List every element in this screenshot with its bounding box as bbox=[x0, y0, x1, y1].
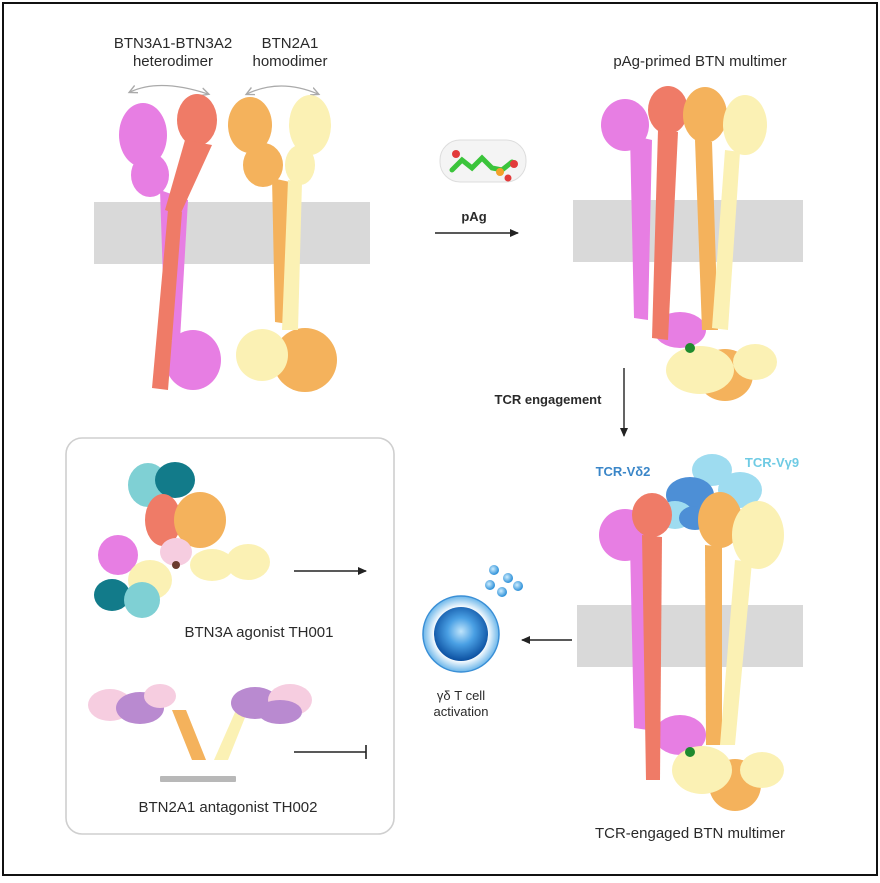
pag-molecule-icon bbox=[439, 139, 527, 183]
primed-btn3a2 bbox=[648, 86, 688, 340]
tcr-engagement-transition: TCR engagement bbox=[495, 368, 628, 437]
pag-arrow-label: pAg bbox=[461, 209, 486, 224]
activation-label-line1: γδ T cell bbox=[437, 688, 485, 703]
heterodimer-bracket-arrow bbox=[130, 84, 208, 94]
tcr-vg9-label: TCR-Vγ9 bbox=[745, 455, 799, 470]
engaged-btn2a1-cream bbox=[672, 501, 784, 794]
tcell-activation: γδ T cell activation bbox=[422, 565, 572, 719]
primed-btn2a1-cream bbox=[666, 95, 777, 394]
antagonist-label: BTN2A1 antagonist TH002 bbox=[139, 799, 318, 816]
homodimer-label-line2: homodimer bbox=[252, 53, 327, 70]
membrane-bilayer-engaged bbox=[577, 605, 803, 667]
btn2a1-cream-protein bbox=[236, 95, 331, 381]
th001-agonist-structure bbox=[94, 462, 270, 618]
primed-multimer-panel: pAg-primed BTN multimer bbox=[573, 53, 803, 401]
pag-bound-icon bbox=[685, 343, 695, 353]
membrane-bilayer bbox=[94, 202, 370, 264]
pag-bound-icon-engaged bbox=[685, 747, 695, 757]
homodimer-bracket-arrow bbox=[247, 85, 318, 94]
engaged-multimer-panel: TCR-Vδ2 TCR-Vγ9 TCR-engaged BTN multimer bbox=[577, 454, 803, 842]
antibody-inset: BTN3A agonist TH001 BTN2A1 antagonist TH… bbox=[65, 437, 395, 835]
th002-antagonist-structure bbox=[88, 684, 312, 782]
primed-multimer-title: pAg-primed BTN multimer bbox=[613, 53, 786, 70]
pag-transition: pAg bbox=[435, 139, 527, 237]
heterodimer-label-line1: BTN3A1-BTN3A2 bbox=[114, 35, 232, 52]
membrane-bilayer-primed bbox=[573, 200, 803, 262]
homodimer-label-line1: BTN2A1 bbox=[262, 35, 319, 52]
cytokine-dots-icon bbox=[485, 565, 523, 597]
btn3a2-protein bbox=[152, 94, 217, 390]
activation-label-line2: activation bbox=[434, 704, 489, 719]
tcr-engagement-label: TCR engagement bbox=[495, 392, 603, 407]
engaged-btn3a2 bbox=[632, 493, 672, 780]
tcell-nucleus-icon bbox=[434, 607, 488, 661]
heterodimer-label-line2: heterodimer bbox=[133, 53, 213, 70]
resting-dimers-panel: BTN3A1-BTN3A2 heterodimer BTN2A1 homodim… bbox=[94, 35, 370, 392]
antibody-inset-frame bbox=[65, 437, 395, 835]
engaged-multimer-title: TCR-engaged BTN multimer bbox=[595, 825, 785, 842]
tcr-vd2-label: TCR-Vδ2 bbox=[596, 464, 651, 479]
agonist-label: BTN3A agonist TH001 bbox=[185, 624, 334, 641]
primed-btn3a1 bbox=[601, 99, 706, 348]
